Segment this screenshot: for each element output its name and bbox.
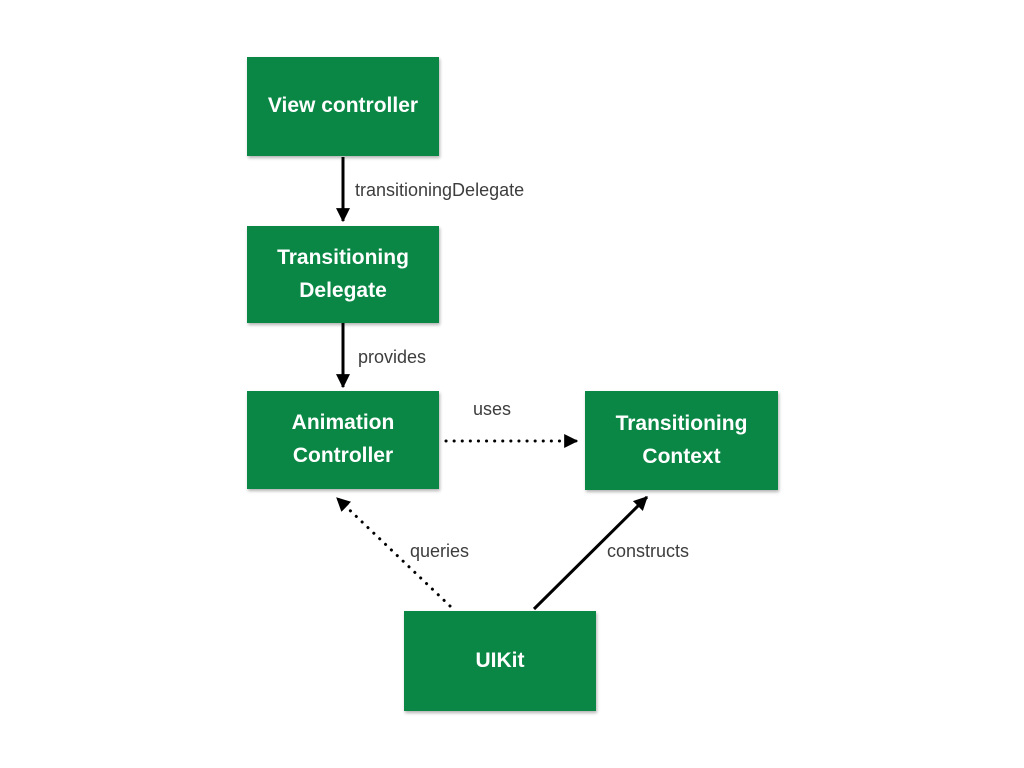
node-animation-controller: Animation Controller: [247, 391, 439, 489]
edge-label-provides: provides: [358, 347, 427, 367]
node-transitioning-delegate: Transitioning Delegate: [247, 226, 439, 323]
edge-label-transitioning-delegate: transitioningDelegate: [355, 180, 525, 200]
node-view-controller-label: View controller: [267, 94, 419, 118]
node-animation-controller-label: Animation Controller: [291, 411, 395, 467]
node-view-controller: View controller: [247, 57, 439, 156]
edge-label-uses: uses: [473, 399, 512, 419]
node-transitioning-delegate-label: Transitioning Delegate: [277, 245, 409, 302]
node-transitioning-context-label: Transitioning Context: [615, 411, 748, 468]
edge-label-constructs: constructs: [607, 541, 690, 561]
node-transitioning-context: Transitioning Context: [585, 391, 778, 490]
node-uikit: UIKit: [404, 611, 596, 711]
edge-label-queries: queries: [410, 541, 470, 561]
node-uikit-label: UIKit: [475, 648, 525, 672]
